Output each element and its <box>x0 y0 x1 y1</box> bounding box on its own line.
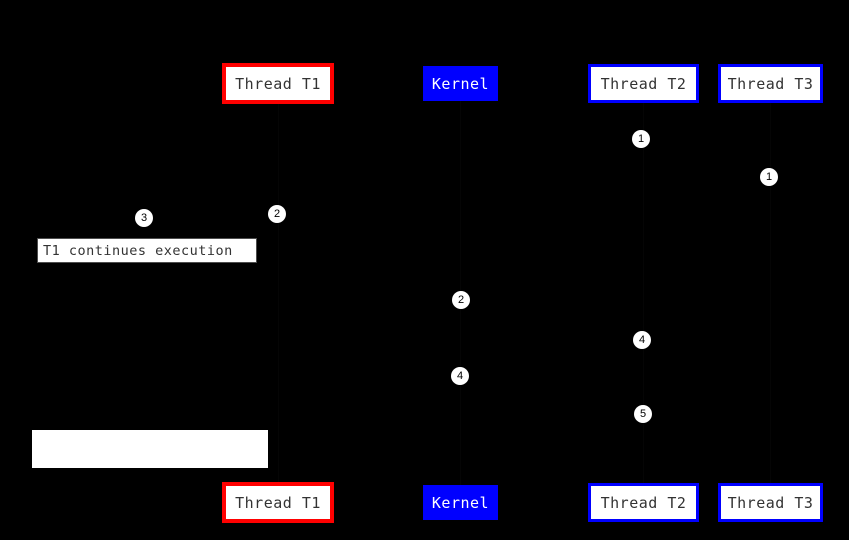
note-t1-continues: T1 continues execution <box>37 238 257 263</box>
participant-thread-t1[interactable]: Thread T1 <box>222 63 334 104</box>
step-badge-t3-1: 1 <box>760 168 778 186</box>
lifeline-thread-t1 <box>278 104 279 482</box>
step-badge-kernel-2: 2 <box>452 291 470 309</box>
participant-kernel[interactable]: Kernel <box>423 485 498 520</box>
note-blank <box>32 430 268 468</box>
participant-label: Kernel <box>431 493 490 512</box>
note-label: T1 continues execution <box>43 242 233 259</box>
participant-kernel[interactable]: Kernel <box>423 66 498 101</box>
participant-thread-t2[interactable]: Thread T2 <box>588 64 699 103</box>
step-badge-t2-4: 4 <box>633 331 651 349</box>
participant-label: Thread T3 <box>727 74 814 93</box>
participant-label: Kernel <box>431 74 490 93</box>
lifeline-thread-t3 <box>770 103 771 483</box>
lifeline-thread-t2 <box>643 103 644 483</box>
participant-label: Thread T3 <box>727 493 814 512</box>
participant-label: Thread T2 <box>600 74 687 93</box>
step-badge-t2-5: 5 <box>634 405 652 423</box>
step-badge-t2-1: 1 <box>632 130 650 148</box>
participant-thread-t2[interactable]: Thread T2 <box>588 483 699 522</box>
step-badge-t1-2: 2 <box>268 205 286 223</box>
participant-label: Thread T1 <box>235 493 321 512</box>
step-badge-t1-3: 3 <box>135 209 153 227</box>
participant-label: Thread T2 <box>600 493 687 512</box>
participant-label: Thread T1 <box>235 74 321 93</box>
participant-thread-t1[interactable]: Thread T1 <box>222 482 334 523</box>
participant-thread-t3[interactable]: Thread T3 <box>718 64 823 103</box>
participant-thread-t3[interactable]: Thread T3 <box>718 483 823 522</box>
step-badge-kernel-4: 4 <box>451 367 469 385</box>
